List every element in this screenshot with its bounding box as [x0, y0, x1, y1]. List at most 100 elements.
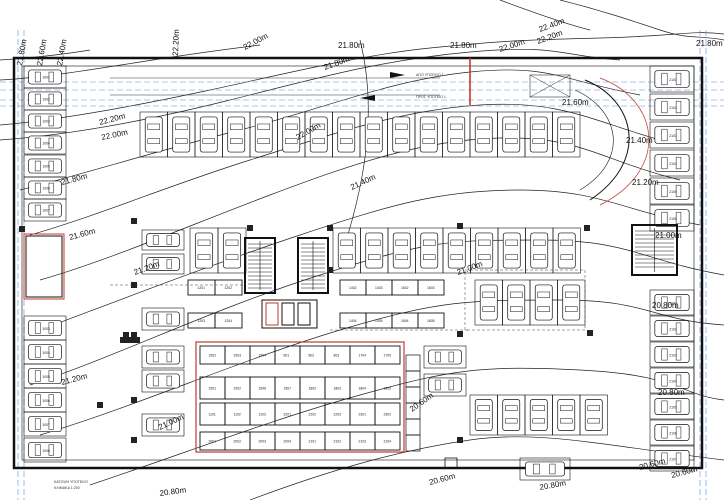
- car-icon: [525, 461, 565, 477]
- car-icon: [227, 116, 246, 153]
- car-icon: [172, 116, 191, 153]
- storage-room: 1805: [374, 376, 401, 400]
- parking-space: [469, 394, 498, 436]
- storage-room-number: 1402: [349, 286, 357, 290]
- car-icon: [654, 70, 690, 88]
- storage-room-number: 2001: [209, 440, 217, 444]
- parking-space: [304, 111, 333, 158]
- parking-space: 2105: [649, 177, 695, 205]
- parking-space: [502, 279, 531, 326]
- car-icon: [654, 450, 690, 467]
- car-icon: [146, 417, 180, 433]
- car-icon: [254, 116, 273, 153]
- space-number: 2103: [669, 134, 677, 138]
- column: [131, 282, 137, 288]
- car-icon: [28, 319, 62, 337]
- car-icon: [420, 232, 439, 269]
- storage-room: 1102: [224, 402, 251, 426]
- space-number: 1005: [42, 165, 50, 169]
- parking-space: 2103: [649, 121, 695, 149]
- parking-space: 2102: [649, 93, 695, 121]
- car-icon: [146, 311, 180, 327]
- space-number: 1004: [42, 351, 50, 355]
- column: [584, 225, 590, 231]
- parking-space: [387, 111, 416, 158]
- space-number: 1002: [42, 98, 50, 102]
- storage-room-number: 2002: [234, 440, 242, 444]
- car-icon: [530, 232, 549, 269]
- storage-room-number: 1502: [209, 354, 217, 358]
- contour-label: 21.80m: [15, 38, 29, 66]
- curved-ramp: [574, 77, 650, 206]
- space-number: 2106: [669, 217, 677, 221]
- parking-space: [557, 279, 586, 326]
- car-icon: [447, 232, 466, 269]
- car-icon: [654, 294, 690, 311]
- car-icon: [28, 391, 62, 409]
- parking-space: [277, 111, 306, 158]
- car-icon: [28, 367, 62, 385]
- parking-space: 2103: [649, 341, 695, 368]
- car-icon: [28, 69, 62, 85]
- storage-room: 1201: [187, 279, 216, 296]
- parking-space: 1006: [23, 176, 67, 200]
- ramp-label-from: ΑΠΟ ΥΠΟΓΕΙΟ 1: [416, 73, 444, 77]
- parking-space: [552, 111, 581, 158]
- storage-room-number: 1502: [234, 387, 242, 391]
- parking-space: 1005: [23, 154, 67, 178]
- ramp-zone: ΑΠΟ ΥΠΟΓΕΙΟ 1 ΠΡΟΣ ΥΠΟΓΕΙΟ 1: [110, 72, 571, 101]
- parking-space: [360, 227, 389, 274]
- storage-room-number: 2201: [284, 413, 292, 417]
- parking-space: 2104: [649, 149, 695, 177]
- storage-room-number: 2004: [284, 440, 292, 444]
- space-number: 1007: [42, 209, 50, 213]
- storage-room-number: 1803: [334, 387, 342, 391]
- parking-space: [442, 227, 471, 274]
- storage-room: 1605: [417, 312, 445, 329]
- parking-space: 1006: [23, 387, 67, 413]
- storage-room: 1204: [214, 312, 243, 329]
- parking-space: [497, 227, 526, 274]
- storage-room-number: 1504: [259, 354, 267, 358]
- storage-room: 1603: [417, 279, 445, 296]
- parking-space: [141, 253, 185, 275]
- storage-room: 2302: [374, 402, 401, 426]
- storage-room: 1802: [299, 376, 326, 400]
- car-icon: [654, 154, 690, 172]
- parking-space: [332, 111, 361, 158]
- parking-space: [222, 111, 251, 158]
- parking-space: [249, 111, 278, 158]
- storage-room: 1507: [274, 376, 301, 400]
- parking-space: 2101: [649, 65, 695, 93]
- storage-room-number: 1802: [309, 387, 317, 391]
- storage-room-number: 1506: [259, 387, 267, 391]
- contour-label: 21.40m: [349, 172, 377, 192]
- parking-space: [423, 345, 467, 369]
- car-icon: [428, 349, 462, 365]
- storage-room: [405, 434, 421, 452]
- storage-room-number: 1101: [209, 413, 216, 417]
- storage-room-number: 1204: [225, 319, 233, 323]
- space-number: 2102: [669, 327, 677, 331]
- car-icon: [392, 116, 411, 153]
- car-icon: [146, 233, 180, 247]
- parking-space: 2102: [649, 315, 695, 342]
- storage-room: 2101: [299, 431, 326, 451]
- storage-room: 1804: [349, 376, 376, 400]
- contour-label: 21.80m: [696, 39, 723, 48]
- parking-space: 2104: [649, 367, 695, 394]
- storage-room: 1405: [365, 312, 393, 329]
- parking-space: 2101: [649, 289, 695, 316]
- drawing-title: ΚΑΤΟΨΗ ΥΠΟΓΕΙΟΥ ΚΛΙΜΑΚΑ 1:200: [54, 480, 89, 490]
- parking-space: [141, 307, 185, 331]
- dashed-boundaries: [110, 269, 586, 331]
- space-number: 2107: [669, 457, 677, 461]
- storage-room: 2301: [349, 402, 376, 426]
- car-icon: [28, 135, 62, 151]
- storage-room: 1502: [224, 376, 251, 400]
- parking-space: [189, 227, 219, 274]
- storage-room-number: 1501: [209, 387, 217, 391]
- ramp-guide-lines: [0, 30, 724, 500]
- parking-space: [415, 227, 444, 274]
